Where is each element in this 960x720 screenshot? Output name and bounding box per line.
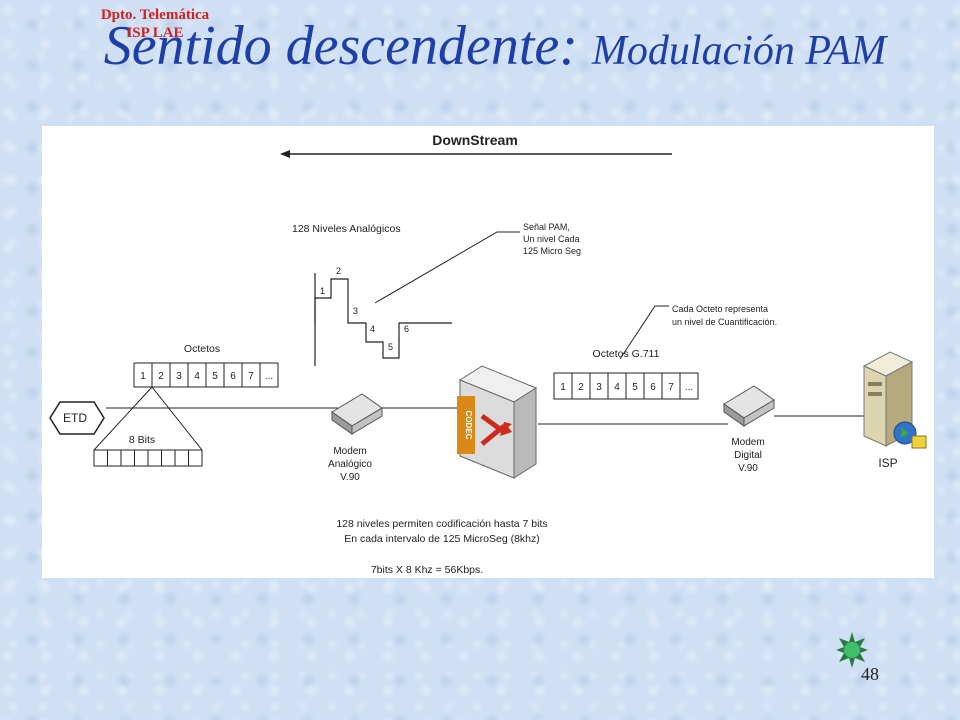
codec-label: CODEC — [464, 411, 473, 440]
modem-analog-line-3: V.90 — [340, 472, 360, 483]
downstream-diagram: DownStream 128 Niveles Analógicos Señal … — [49, 132, 927, 576]
octetos-right-label: Octetos G.711 — [593, 348, 660, 360]
level-4: 4 — [370, 324, 375, 334]
modem-analog-line-1: Modem — [333, 446, 366, 457]
octet-right-cell: 1 — [560, 382, 566, 393]
octets-left: 1 2 3 4 5 6 7 ... — [133, 362, 279, 388]
octet-right-cell: 3 — [596, 382, 602, 393]
levels-title: 128 Niveles Analógicos — [292, 223, 401, 235]
bits-fan-left — [93, 386, 153, 451]
isp-server-icon — [862, 351, 927, 449]
octet-left-cell: 1 — [140, 371, 146, 382]
octet-note-line-2: un nivel de Cuantificación. — [672, 317, 777, 327]
pam-note-line-1: Señal PAM, — [523, 222, 570, 232]
pam-callout-line — [374, 231, 520, 304]
department-line-1: Dpto. Telemática — [100, 7, 210, 23]
page-number: 48 — [861, 664, 879, 684]
navigation-compass-icon[interactable] — [836, 632, 868, 673]
octet-left-cell: 3 — [176, 371, 182, 382]
octet-right-cell: ... — [685, 382, 693, 393]
downstream-label: DownStream — [432, 132, 518, 148]
etd-label: ETD — [63, 411, 87, 425]
title-sub: Modulación PAM — [591, 28, 887, 74]
downstream-arrowhead — [280, 150, 290, 158]
title-main: Sentido descendente: — [103, 15, 592, 77]
level-3: 3 — [353, 306, 358, 316]
modem-digital-line-3: V.90 — [738, 463, 758, 474]
codec-switch-icon — [457, 365, 538, 479]
level-5: 5 — [388, 342, 393, 352]
department-label: Dpto. Telemática ISP LAE — [80, 6, 230, 42]
octet-right-cell: 7 — [668, 382, 674, 393]
octet-left-cell: 6 — [230, 371, 236, 382]
note-line-3: 7bits X 8 Khz = 56Kbps. — [371, 564, 483, 576]
octet-left-cell: 5 — [212, 371, 218, 382]
bit-cells — [93, 449, 203, 467]
level-6: 6 — [404, 324, 409, 334]
octet-right-cell: 6 — [650, 382, 656, 393]
pam-signal — [314, 278, 452, 359]
department-line-2: ISP LAE — [126, 25, 184, 41]
diagram-panel: DownStream 128 Niveles Analógicos Señal … — [42, 126, 934, 578]
pam-note-line-2: Un nivel Cada — [523, 234, 580, 244]
modem-digital-line-2: Digital — [734, 450, 762, 461]
octet-right-cell: 5 — [632, 382, 638, 393]
octet-right-cell: 4 — [614, 382, 620, 393]
etd-shape — [49, 401, 105, 435]
level-1: 1 — [320, 286, 325, 296]
octet-callout-line — [619, 305, 669, 360]
octet-left-cell: 2 — [158, 371, 164, 382]
bits-label: 8 Bits — [129, 434, 155, 446]
octet-left-cell: ... — [265, 371, 273, 382]
note-line-1: 128 niveles permiten codificación hasta … — [336, 518, 547, 530]
octet-right-cell: 2 — [578, 382, 584, 393]
isp-label: ISP — [878, 456, 897, 470]
level-2: 2 — [336, 266, 341, 276]
bits-fan-right — [151, 386, 203, 451]
octets-right: 1 2 3 4 5 6 7 ... — [553, 372, 699, 400]
modem-analog-icon — [331, 393, 383, 435]
pam-note-line-3: 125 Micro Seg — [523, 246, 581, 256]
modem-digital-line-1: Modem — [731, 437, 764, 448]
modem-analog-line-2: Analógico — [328, 459, 372, 470]
octet-left-cell: 7 — [248, 371, 254, 382]
slide-title: Sentido descendente: Modulación PAM — [100, 4, 890, 102]
modem-digital-icon — [723, 385, 775, 427]
note-line-2: En cada intervalo de 125 MicroSeg (8khz) — [344, 533, 540, 545]
octet-left-cell: 4 — [194, 371, 200, 382]
octetos-left-label: Octetos — [184, 343, 220, 355]
octet-note-line-1: Cada Octeto representa — [672, 304, 768, 314]
